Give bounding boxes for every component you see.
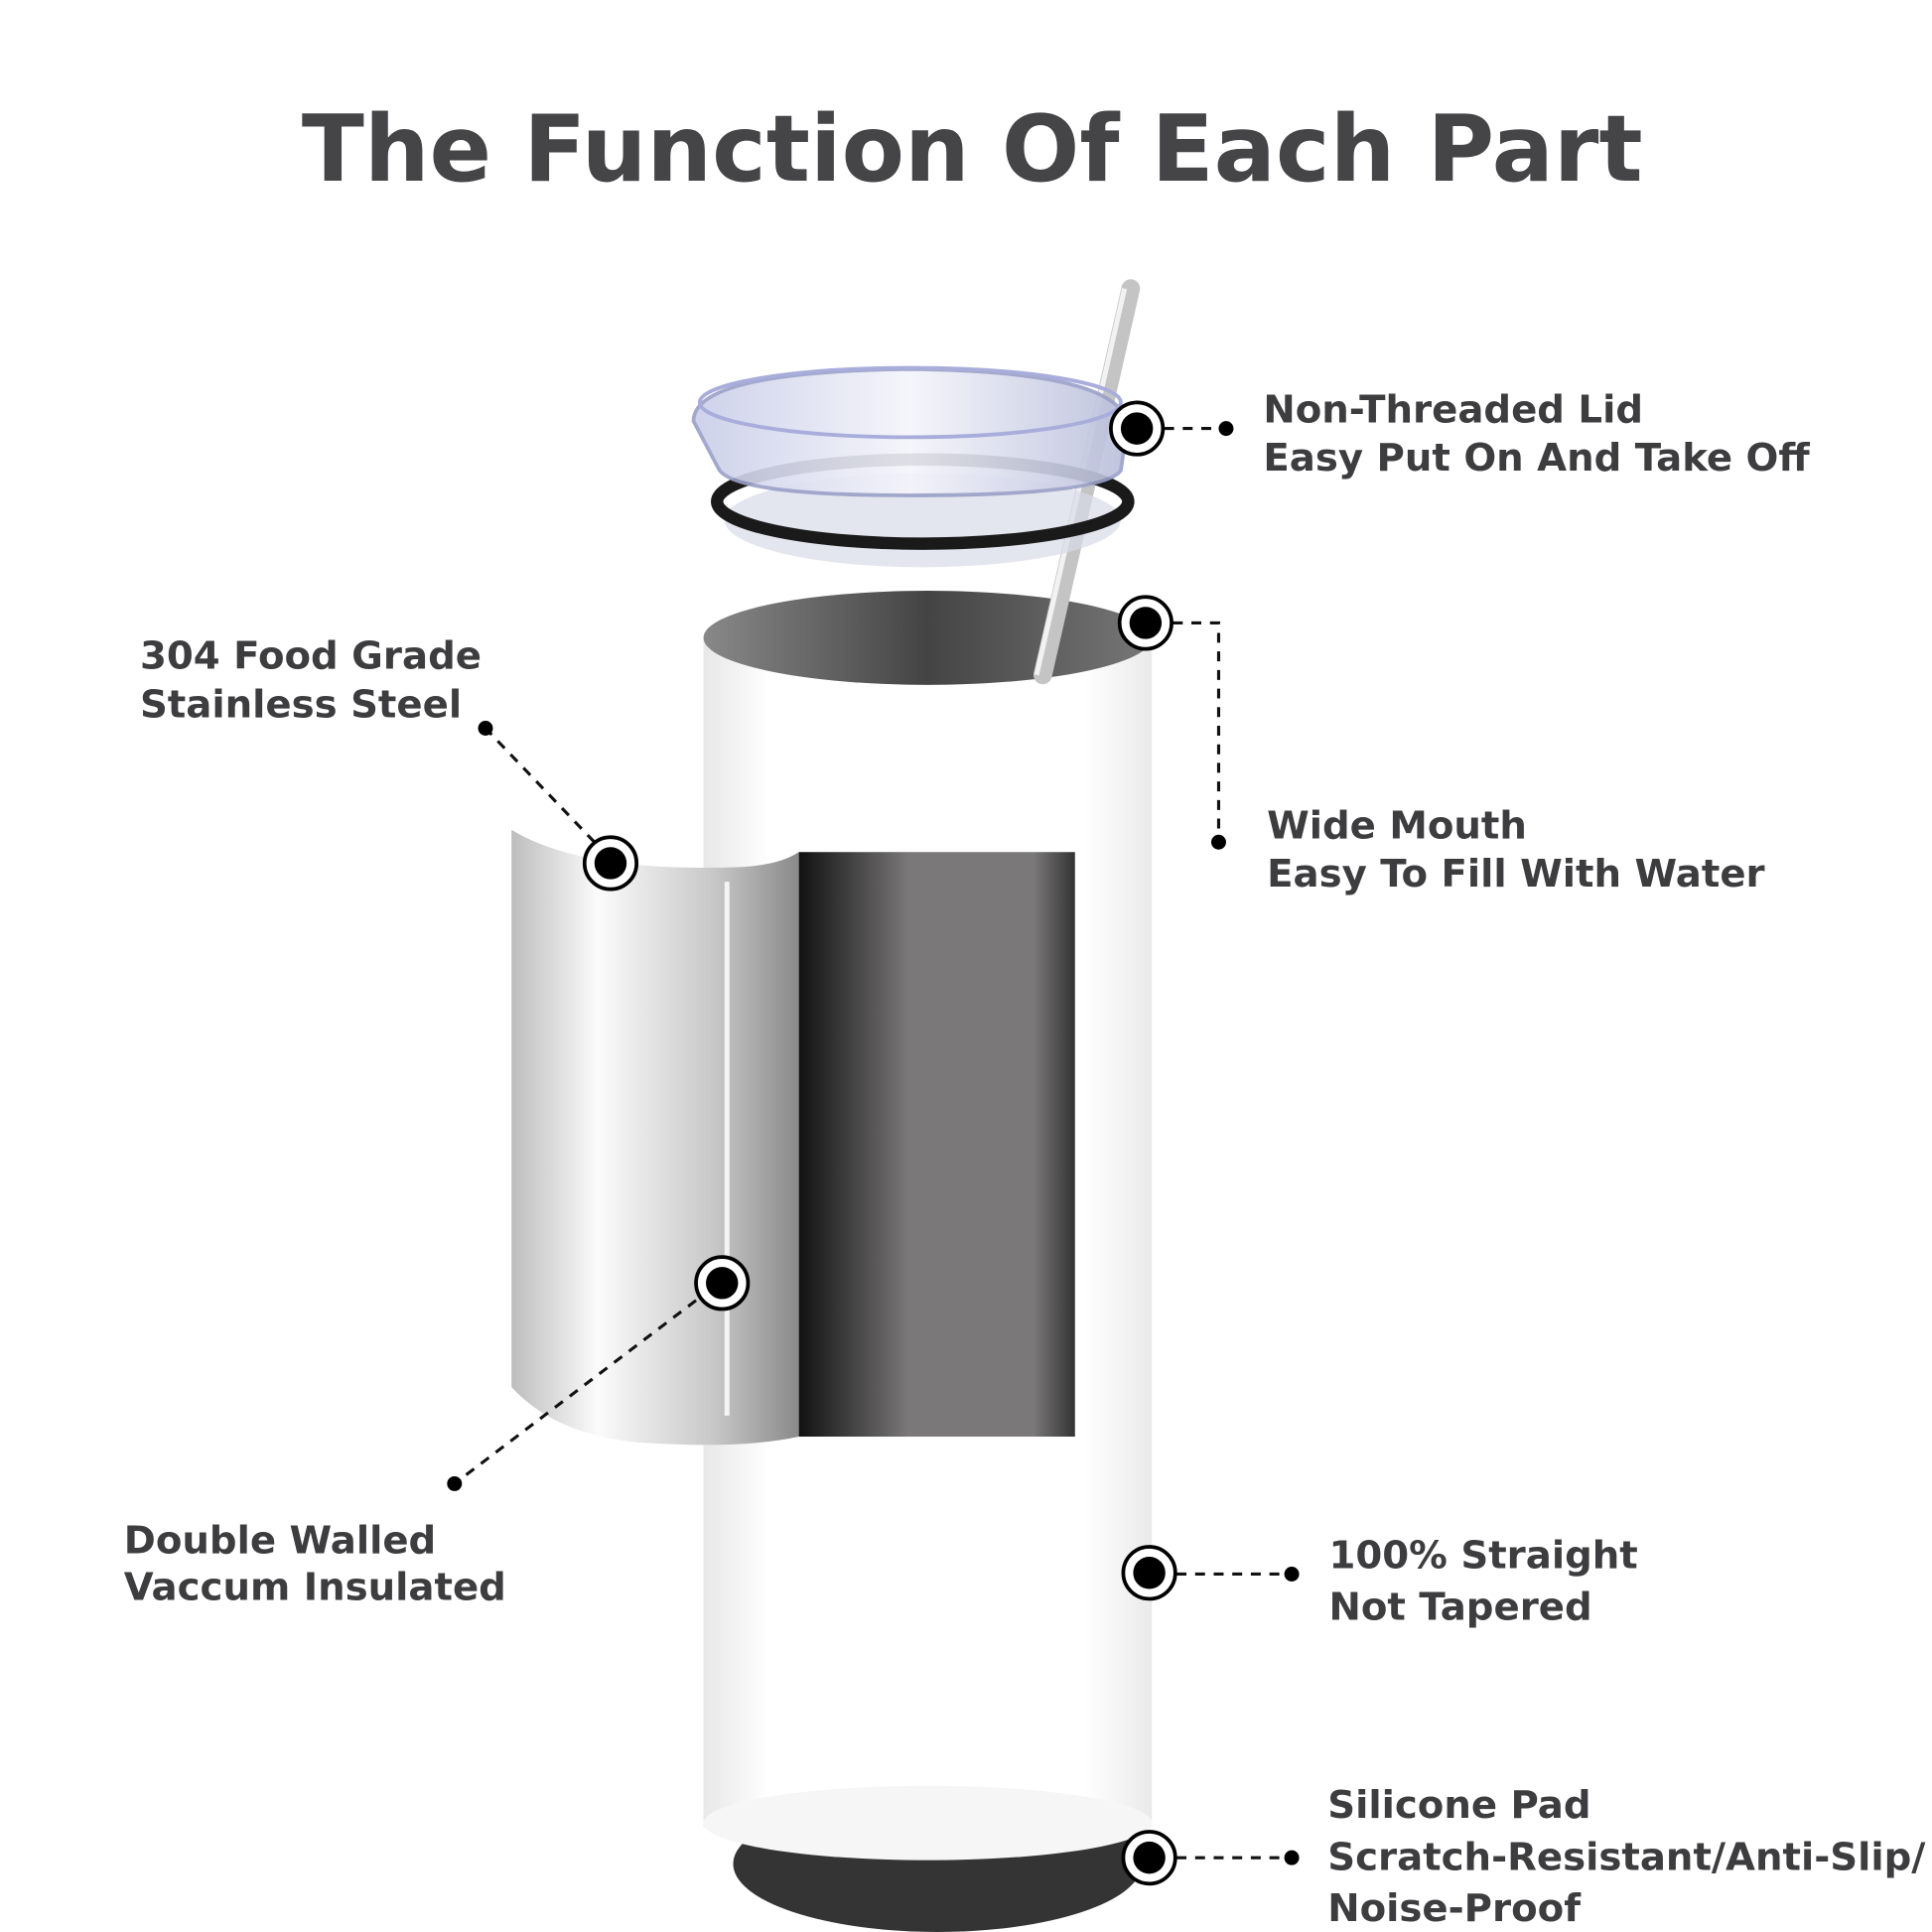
marker-steel <box>582 835 639 892</box>
callout-wall: Double Walled Vaccum Insulated <box>124 1518 506 1609</box>
callout-title: Wide Mouth <box>1267 804 1527 849</box>
callout-title: 100% Straight <box>1328 1533 1637 1578</box>
callout-lid: Non-Threaded Lid Easy Put On And Take Of… <box>1263 387 1810 481</box>
marker-straight <box>1121 1545 1177 1601</box>
callout-title: Silicone Pad <box>1327 1783 1590 1828</box>
callout-desc: Stainless Steel <box>140 682 462 727</box>
callout-steel: 304 Food Grade Stainless Steel <box>140 634 482 728</box>
inner-wall <box>798 852 1075 1438</box>
callout-title: Non-Threaded Lid <box>1263 387 1643 432</box>
callout-title: Double Walled <box>124 1518 437 1563</box>
callout-title: 304 Food Grade <box>140 634 482 679</box>
page-title: The Function Of Each Part <box>302 95 1643 203</box>
callout-mouth: Wide Mouth Easy To Fill With Water <box>1267 804 1764 897</box>
callout-pad: Silicone Pad Scratch-Resistant/Anti-Slip… <box>1327 1783 1926 1931</box>
callout-desc: Easy Put On And Take Off <box>1263 436 1810 481</box>
callout-straight: 100% Straight Not Tapered <box>1328 1533 1637 1629</box>
lid <box>691 365 1135 568</box>
steel-sheet <box>511 829 799 1446</box>
callout-desc: Noise-Proof <box>1327 1886 1582 1931</box>
marker-pad <box>1121 1830 1177 1886</box>
callout-desc: Easy To Fill With Water <box>1267 852 1764 897</box>
callout-desc: Scratch-Resistant/Anti-Slip/ <box>1327 1836 1926 1880</box>
marker-mouth <box>1117 595 1173 651</box>
marker-wall <box>694 1255 751 1311</box>
callout-desc: Vaccum Insulated <box>124 1566 506 1610</box>
marker-lid <box>1109 400 1166 457</box>
callout-desc: Not Tapered <box>1328 1586 1591 1630</box>
